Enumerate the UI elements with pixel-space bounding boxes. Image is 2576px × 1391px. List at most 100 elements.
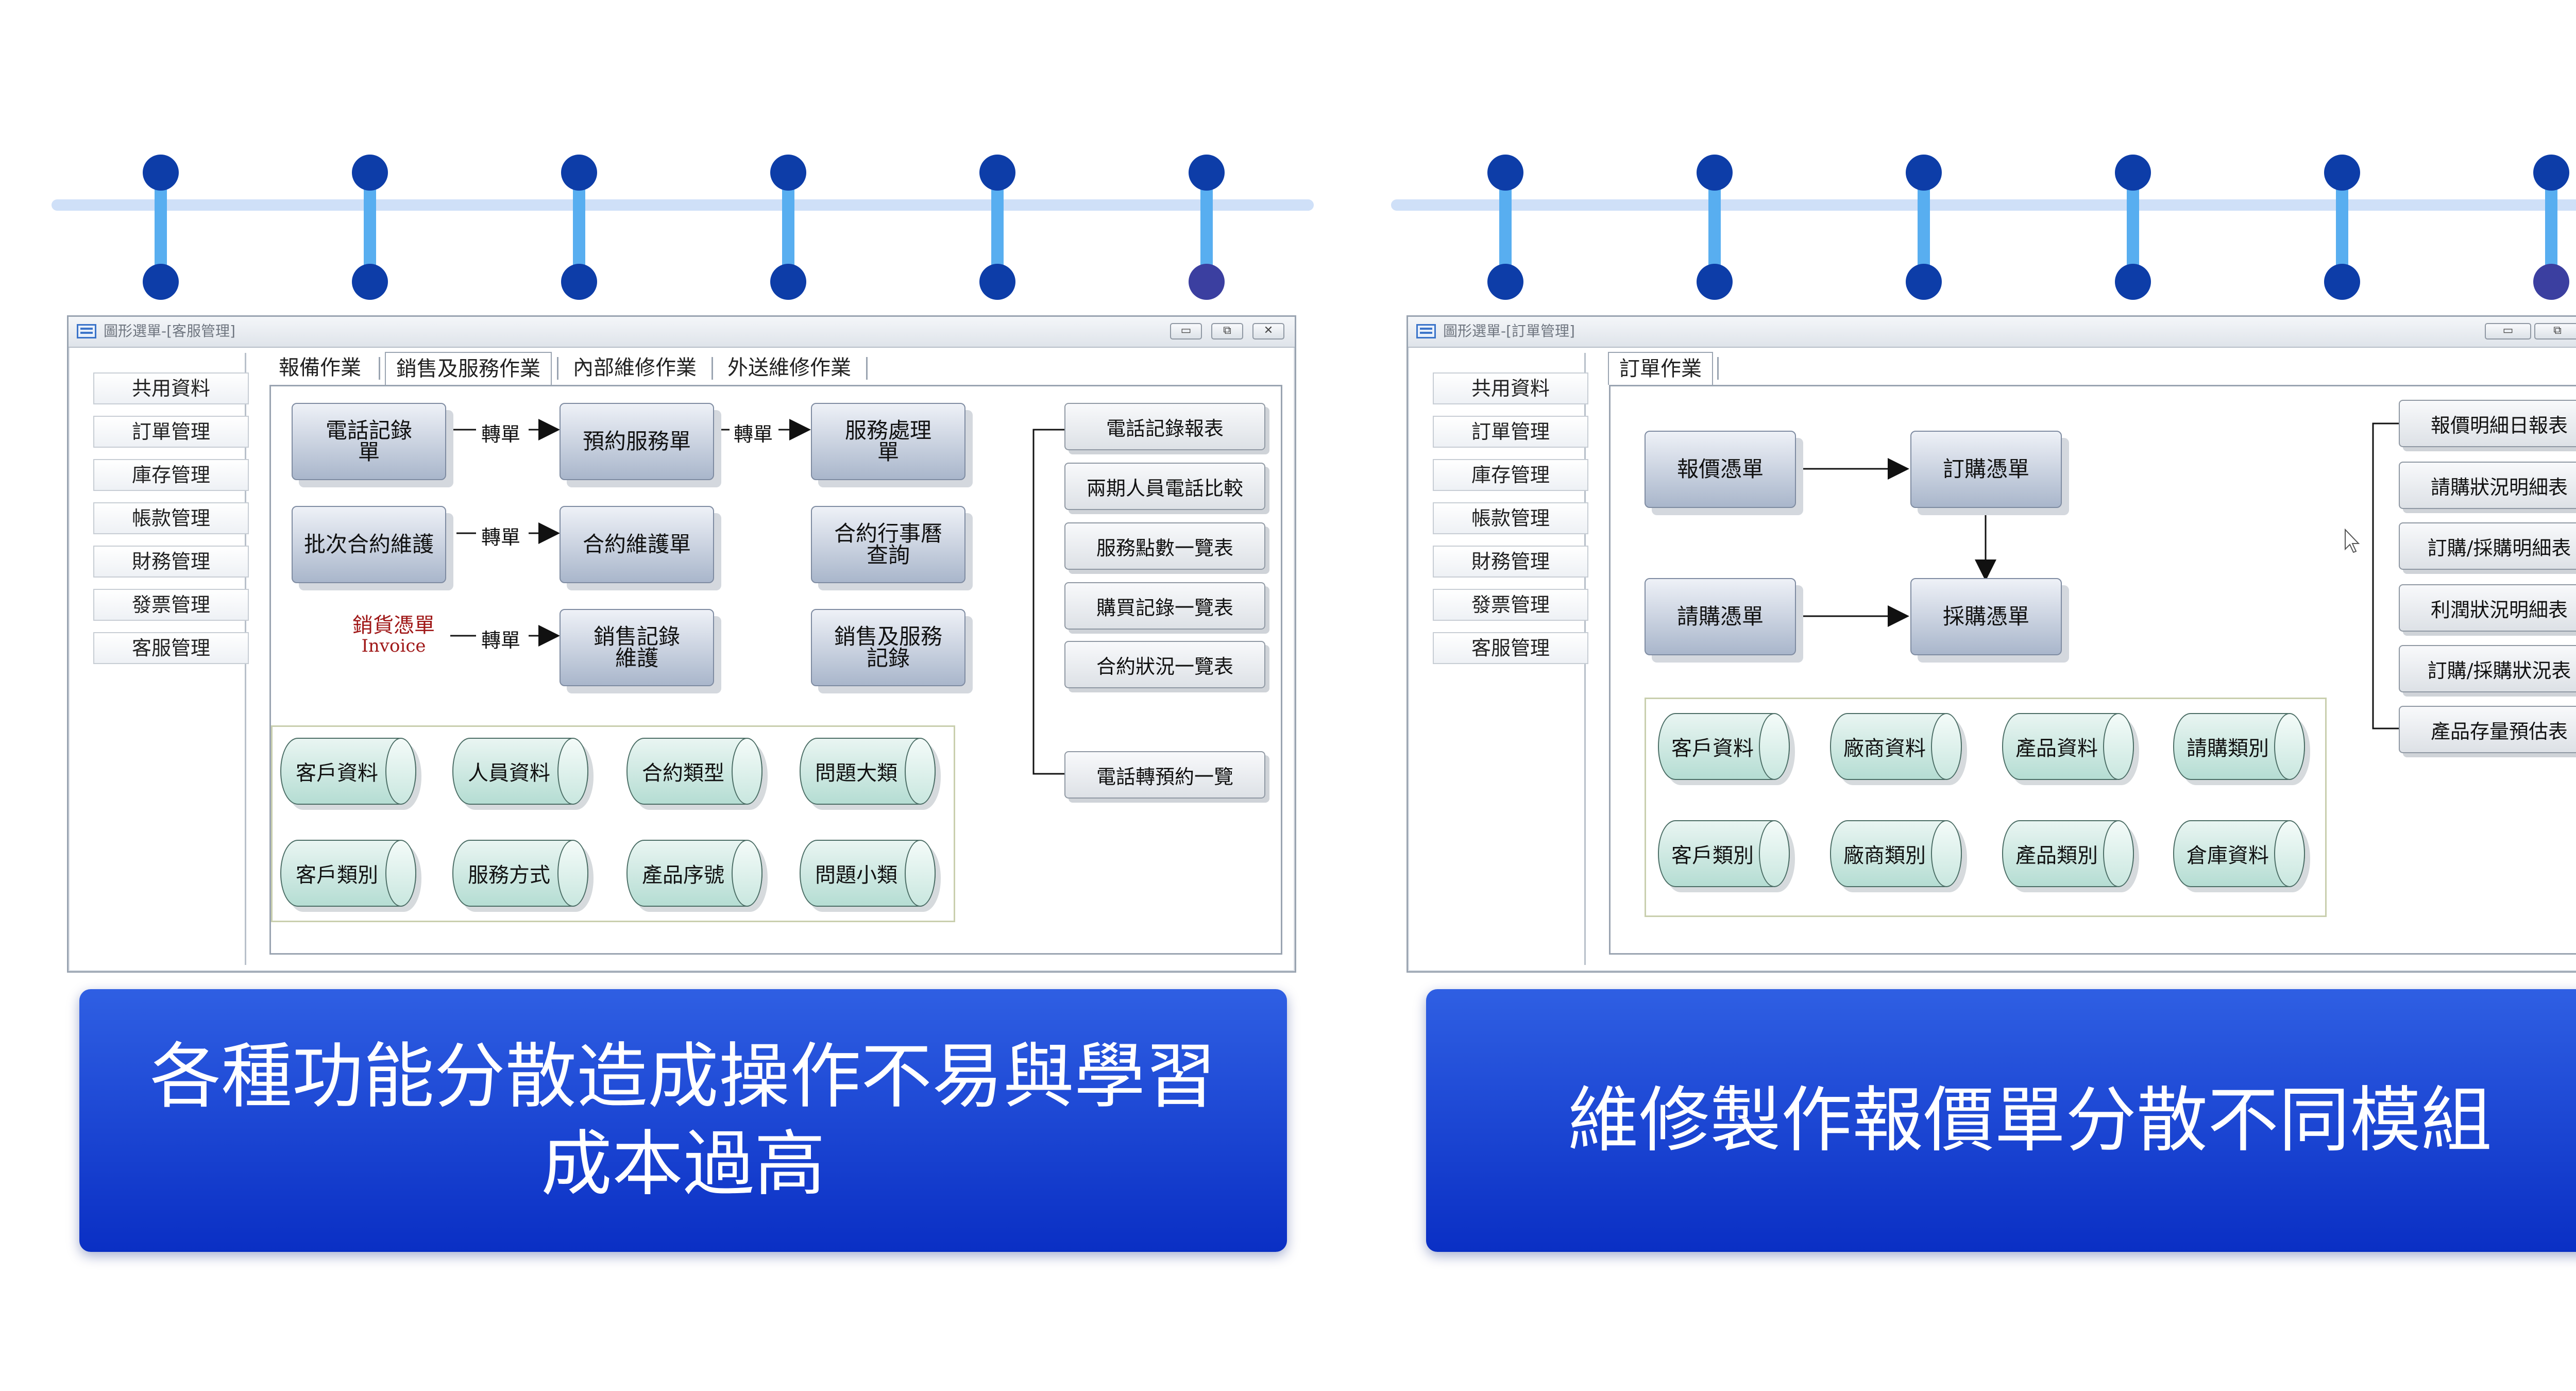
sales-service-record-box[interactable]: 銷售及服務 記錄: [811, 609, 965, 686]
binder-pin-top: [2115, 155, 2151, 191]
tab-report-filing[interactable]: 報備作業: [279, 356, 361, 380]
report-quote-daily[interactable]: 報價明細日報表: [2399, 400, 2576, 447]
service-process-box[interactable]: 服務處理 單: [811, 403, 965, 480]
phone-record-box[interactable]: 電話記錄 單: [292, 403, 446, 480]
left-caption-text: 各種功能分散造成操作不易與學習 成本過高: [149, 1035, 1216, 1206]
left-app-window: 圖形選單-[客服管理] ▭ ⧉ ✕ 共用資料 訂單管理 庫存管理 帳款管理 財務…: [67, 315, 1296, 973]
binder-pin-bottom: [2324, 264, 2360, 300]
report-phone-to-booking[interactable]: 電話轉預約一覽: [1064, 751, 1265, 799]
data-item-service-method[interactable]: 服務方式: [452, 840, 588, 907]
report-phone-record[interactable]: 電話記錄報表: [1064, 403, 1265, 450]
report-profit-status[interactable]: 利潤狀況明細表: [2399, 584, 2576, 632]
close-button[interactable]: ✕: [1252, 323, 1284, 340]
right-caption-banner: 維修製作報價單分散不同模組: [1426, 989, 2576, 1252]
restore-button[interactable]: ⧉: [1211, 323, 1243, 340]
timeline-rail-left: [52, 199, 1314, 211]
sidebar-item-orders[interactable]: 訂單管理: [1433, 416, 1588, 448]
sidebar-item-shared-data[interactable]: 共用資料: [1433, 372, 1588, 404]
right-sidebar: 共用資料 訂單管理 庫存管理 帳款管理 財務管理 發票管理 客服管理: [1414, 353, 1588, 965]
data-item-customer-category[interactable]: 客戶類別: [1658, 820, 1790, 887]
tab-separator: [866, 357, 868, 380]
sidebar-item-invoices[interactable]: 發票管理: [93, 589, 249, 621]
sidebar-item-accounts[interactable]: 帳款管理: [93, 502, 249, 534]
request-voucher-box[interactable]: 請購憑單: [1645, 578, 1796, 655]
right-caption-text: 維修製作報價單分散不同模組: [1567, 1079, 2492, 1162]
sidebar-item-inventory[interactable]: 庫存管理: [93, 459, 249, 491]
data-item-product-category[interactable]: 產品類別: [2002, 820, 2134, 887]
contract-maint-box[interactable]: 合約維護單: [560, 506, 714, 583]
sidebar-item-invoices[interactable]: 發票管理: [1433, 589, 1588, 621]
left-sidebar: 共用資料 訂單管理 庫存管理 帳款管理 財務管理 發票管理 客服管理: [75, 353, 249, 965]
left-title-bar: 圖形選單-[客服管理] ▭ ⧉ ✕: [69, 317, 1295, 348]
data-item-product[interactable]: 產品資料: [2002, 713, 2134, 780]
binder-pin-bottom: [143, 264, 179, 300]
data-item-request-category[interactable]: 請購類別: [2173, 713, 2305, 780]
invoice-label: Invoice: [361, 636, 426, 656]
binder-pin-top: [2533, 155, 2569, 191]
report-phone-compare[interactable]: 兩期人員電話比較: [1064, 463, 1265, 510]
right-tab-strip: 訂單作業: [1608, 352, 1814, 385]
minimize-button[interactable]: ▭: [2485, 323, 2531, 340]
tab-separator: [711, 357, 713, 380]
binder-pin-bottom: [1189, 264, 1225, 300]
right-diagram-panel: 報價憑單 訂購憑單 請購憑單 採購憑單 客戶資料 廠商資料 產品資料 請購類別 …: [1609, 385, 2576, 955]
sidebar-item-accounts[interactable]: 帳款管理: [1433, 502, 1588, 534]
data-item-customer[interactable]: 客戶資料: [280, 738, 416, 805]
sidebar-item-finance[interactable]: 財務管理: [1433, 546, 1588, 578]
sales-voucher-label[interactable]: 銷貨憑單 Invoice: [347, 614, 440, 655]
data-item-vendor[interactable]: 廠商資料: [1830, 713, 1962, 780]
binder-pin-bottom: [561, 264, 597, 300]
sidebar-item-finance[interactable]: 財務管理: [93, 546, 249, 578]
data-item-issue-minor[interactable]: 問題小類: [800, 840, 936, 907]
report-stock-forecast[interactable]: 產品存量預估表: [2399, 706, 2576, 753]
binder-pin-top: [1487, 155, 1523, 191]
transfer-label: 轉單: [734, 423, 773, 446]
contract-history-box[interactable]: 合約行事曆 查詢: [811, 506, 965, 583]
tab-separator: [1717, 357, 1719, 380]
binder-pin-bottom: [352, 264, 388, 300]
data-item-warehouse[interactable]: 倉庫資料: [2173, 820, 2305, 887]
report-service-points[interactable]: 服務點數一覽表: [1064, 522, 1265, 570]
binder-pin-bottom: [770, 264, 806, 300]
order-voucher-box[interactable]: 訂購憑單: [1910, 431, 2062, 508]
data-item-product-serial[interactable]: 產品序號: [626, 840, 762, 907]
tab-separator: [557, 357, 558, 380]
sales-record-box[interactable]: 銷售記錄 維護: [560, 609, 714, 686]
report-contract-status[interactable]: 合約狀況一覽表: [1064, 641, 1265, 688]
report-purchase-record[interactable]: 購買記錄一覽表: [1064, 582, 1265, 630]
left-tab-strip: 報備作業 銷售及服務作業 內部維修作業 外送維修作業: [268, 352, 990, 385]
form-icon: [77, 324, 96, 338]
binder-pin-top: [1189, 155, 1225, 191]
minimize-button[interactable]: ▭: [1170, 323, 1202, 340]
sidebar-item-orders[interactable]: 訂單管理: [93, 416, 249, 448]
binder-pin-top: [2324, 155, 2360, 191]
report-order-purchase-status[interactable]: 訂購/採購狀況表: [2399, 645, 2576, 692]
sidebar-item-customer-service[interactable]: 客服管理: [1433, 632, 1588, 664]
batch-contract-box[interactable]: 批次合約維護: [292, 506, 446, 583]
tab-external-repair[interactable]: 外送維修作業: [727, 356, 851, 380]
sidebar-item-customer-service[interactable]: 客服管理: [93, 632, 249, 664]
purchase-voucher-box[interactable]: 採購憑單: [1910, 578, 2062, 655]
sidebar-item-inventory[interactable]: 庫存管理: [1433, 459, 1588, 491]
tab-internal-repair[interactable]: 內部維修作業: [573, 356, 697, 380]
transfer-label: 轉單: [481, 629, 521, 652]
sales-voucher-title: 銷貨憑單: [352, 614, 435, 637]
booking-service-box[interactable]: 預約服務單: [560, 403, 714, 480]
restore-button[interactable]: ⧉: [2534, 323, 2576, 340]
data-item-issue-major[interactable]: 問題大類: [800, 738, 936, 805]
binder-pin-bottom: [979, 264, 1015, 300]
tab-order-operations[interactable]: 訂單作業: [1608, 352, 1713, 385]
left-diagram-panel: 電話記錄 單 轉單 預約服務單 轉單 服務處理 單 批次合約維護 轉單 合約維護…: [269, 385, 1282, 955]
report-request-status[interactable]: 請購狀況明細表: [2399, 462, 2576, 509]
data-item-customer[interactable]: 客戶資料: [1658, 713, 1790, 780]
data-item-vendor-category[interactable]: 廠商類別: [1830, 820, 1962, 887]
mouse-cursor-icon: [2344, 528, 2360, 554]
quote-voucher-box[interactable]: 報價憑單: [1645, 431, 1796, 508]
tab-sales-service[interactable]: 銷售及服務作業: [385, 352, 552, 385]
data-item-contract-type[interactable]: 合約類型: [626, 738, 762, 805]
data-item-customer-category[interactable]: 客戶類別: [280, 840, 416, 907]
form-icon: [1416, 324, 1436, 338]
sidebar-item-shared-data[interactable]: 共用資料: [93, 372, 249, 404]
report-order-purchase-detail[interactable]: 訂購/採購明細表: [2399, 522, 2576, 570]
data-item-staff[interactable]: 人員資料: [452, 738, 588, 805]
